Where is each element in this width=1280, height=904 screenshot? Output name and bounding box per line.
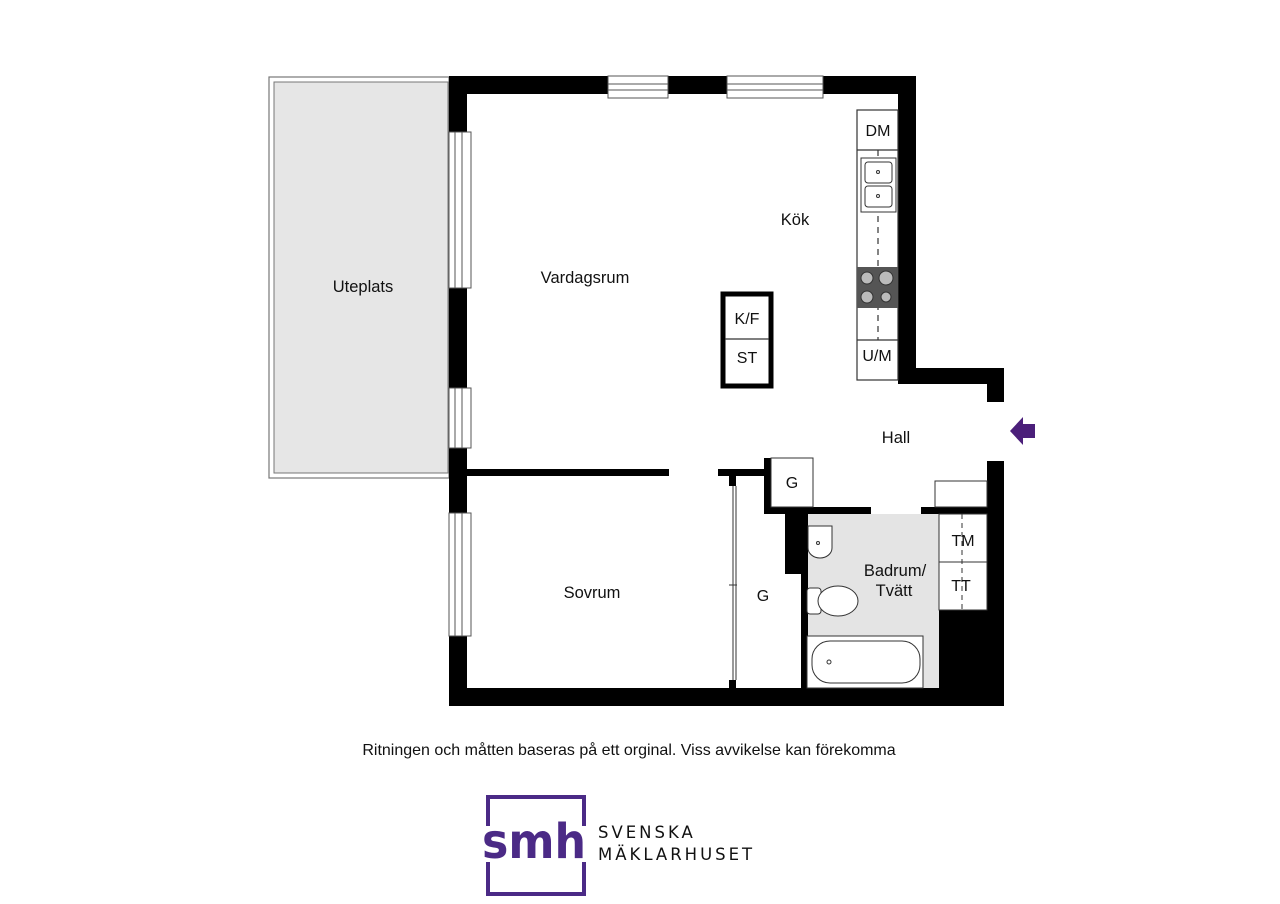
bathtub-icon: [806, 635, 924, 689]
fixture-label-tt: TT: [951, 578, 971, 595]
washbasin-icon: [807, 525, 833, 559]
closets: [729, 457, 988, 680]
sink-icon: [860, 157, 897, 213]
kitchen-counter: [856, 109, 899, 381]
fixture-label-st: ST: [737, 350, 758, 367]
entry-arrow-icon: [1010, 417, 1035, 445]
brand-name-line1: SVENSKA: [598, 823, 696, 842]
room-label-hall: Hall: [882, 429, 910, 447]
brand-logo: smh: [472, 795, 596, 896]
fixture-label-um: U/M: [862, 348, 891, 365]
brand-name-line2: MÄKLARHUSET: [598, 845, 756, 864]
room-label-kok: Kök: [781, 211, 810, 229]
stove-icon: [857, 267, 898, 308]
room-label-uteplats: Uteplats: [333, 278, 394, 296]
patio: [268, 76, 450, 479]
windows: [448, 75, 824, 637]
washer-dryer-icon: [938, 513, 988, 611]
fixture-label-kf: K/F: [735, 311, 760, 328]
room-label-tvatt: Tvätt: [876, 582, 913, 600]
room-label-sovrum: Sovrum: [564, 584, 621, 602]
fixture-label-dm: DM: [866, 123, 891, 140]
fixture-label-g-hall: G: [786, 475, 798, 492]
brand-logo-text: smh: [482, 814, 586, 870]
room-label-badrum: Badrum/: [864, 562, 927, 580]
toilet-icon: [806, 585, 859, 617]
fixture-label-tm: TM: [951, 533, 974, 550]
room-label-vardagsrum: Vardagsrum: [541, 269, 630, 287]
disclaimer-text: Ritningen och måtten baseras på ett orgi…: [362, 742, 896, 759]
brand-name: SVENSKA MÄKLARHUSET: [598, 822, 755, 866]
fixture-label-g-sovrum: G: [757, 588, 769, 605]
